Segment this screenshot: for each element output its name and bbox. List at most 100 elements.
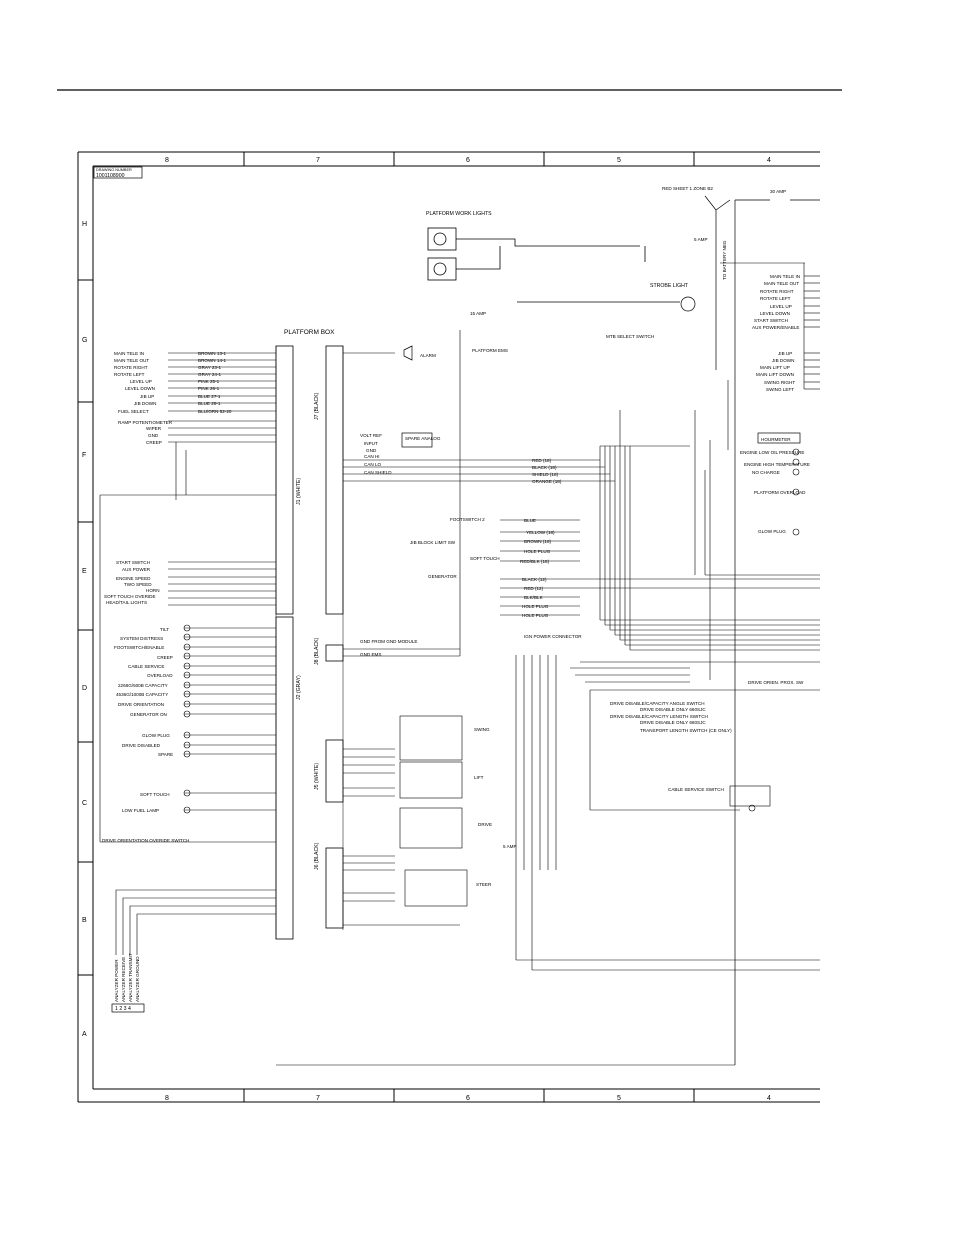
can-shield: CAN SHIELD <box>364 470 392 475</box>
drawing-number: 1001108900 <box>96 173 125 179</box>
right-label-12: SWING RIGHT <box>764 380 795 385</box>
analyzer-receive: ANALYZER RECEIVE <box>121 957 126 1002</box>
left-label-main-tele-out: MAIN TELE OUT <box>114 358 149 363</box>
drive-actuator: DRIVE <box>399 807 492 849</box>
drive-orien-prox-label: DRIVE ORIEN. PROX. SW <box>748 680 804 685</box>
can-hi: CAN HI <box>364 454 380 459</box>
soft-touch-title: SOFT TOUCH <box>470 556 500 561</box>
left-low-system-distress: SYSTEM DISTRESS <box>120 636 163 641</box>
left-low-fuel-lamp: LOW FUEL LAMP <box>122 808 159 813</box>
ign-power-connector-label: IGN POWER CONNECTOR <box>524 634 582 639</box>
left-label-main-tele-in: MAIN TELE IN <box>114 351 144 356</box>
mid-wire-5: YELLOW (18) <box>526 530 555 535</box>
mid-wire-4: BLUE <box>524 518 536 523</box>
connector-j1: J1 (WHITE) <box>275 345 302 615</box>
left-low-drive-orient-overide: DRIVE ORIENTATION OVERIDE SWITCH <box>102 838 189 843</box>
left-mid-soft-touch: SOFT TOUCH OVERIDE <box>104 594 156 599</box>
right-label-4: LEVEL UP <box>770 304 792 309</box>
connector-j6-label: J6 (BLACK) <box>314 842 320 870</box>
hourmeter: HOURMETER <box>757 432 801 444</box>
connector-j2: J2 (GRAY) <box>275 616 302 940</box>
zone-row-d: D <box>82 685 87 692</box>
left-label-rotate-right: ROTATE RIGHT <box>114 365 148 370</box>
zone-col-7: 7 <box>316 157 320 164</box>
gnd-module-title: GND FROM GND MODULE <box>360 639 417 644</box>
drive-disable-labels: DRIVE DISABLE/CAPACITY ANGLE SWITCH DRIV… <box>610 701 732 733</box>
to-battery-label: TO BATTERY NEG <box>722 240 727 280</box>
right-label-13: SWING LEFT <box>766 387 794 392</box>
right-vertical-wires <box>600 380 820 680</box>
zone-row-g: G <box>82 337 87 344</box>
pot-label: RAMP POTENTIOMETER <box>118 420 173 425</box>
steer-label: STEER <box>476 882 492 887</box>
volt-ref: VOLT REF <box>360 433 382 438</box>
mid-wire-10: RED (12) <box>524 586 544 591</box>
left-label-jib-down: JIB DOWN <box>134 401 156 406</box>
left-labels-low: TILT SYSTEM DISTRESS FOOTSWITCH/ENABLE C… <box>102 627 189 843</box>
drive-label: DRIVE <box>478 822 492 827</box>
right-label-2: ROTATE RIGHT <box>760 289 794 294</box>
fuse-15-label: 15 AMP <box>470 311 486 316</box>
can-lo: CAN LO <box>364 462 382 467</box>
cable-service-switch: CABLE SERVICE SWITCH <box>668 785 771 812</box>
left-wire-4: PINK 25-1 <box>198 379 220 384</box>
left-low-drive-disabled: DRIVE DISABLED <box>122 743 161 748</box>
mid-wire-3: ORANGE (18) <box>532 479 562 484</box>
drawing-number-box: DRAWING NUMBER 1001108900 <box>93 166 143 179</box>
engine-label-3: PLATFORM OVERLOAD <box>754 490 806 495</box>
right-label-0: MAIN TELE IN <box>770 274 800 279</box>
mid-wire-1: BLACK (18) <box>532 465 557 470</box>
connector-j5-label: J5 (WHITE) <box>314 763 320 790</box>
zone-col-5-b: 5 <box>617 1095 621 1102</box>
connector-j6: J6 (BLACK) <box>314 842 344 929</box>
analyzer-power: ANALYZER POWER <box>114 959 119 1002</box>
left-low-overload: OVERLOAD <box>147 673 173 678</box>
fuse-30-label: 30 AMP <box>770 189 786 194</box>
mtb-select-switch-label: MTB SELECT SWITCH <box>606 334 654 339</box>
drive-label-1: DRIVE DISABLE ONLY 660SJC <box>640 707 706 712</box>
strobe-light <box>517 296 696 312</box>
zone-row-a: A <box>82 1031 87 1038</box>
left-low-tilt: TILT <box>160 627 169 632</box>
left-label-level-up: LEVEL UP <box>130 379 152 384</box>
mid-wire-9: BLACK (12) <box>522 577 547 582</box>
right-label-3: ROTATE LEFT <box>760 296 791 301</box>
alarm: ALARM <box>403 345 436 361</box>
drive-label-2: DRIVE DISABLE/CAPACITY LENGTH SWITCH <box>610 714 708 719</box>
zone-row-f: F <box>82 452 86 459</box>
left-mid-engine-speed: ENGINE SPEED <box>116 576 151 581</box>
mid-wire-2: SHIELD (18) <box>532 472 559 477</box>
generator-title: GENERATOR <box>428 574 457 579</box>
analyzer-ground: ANALYZER GROUND <box>135 956 140 1002</box>
mid-wire-labels: RED (18) BLACK (18) SHIELD (18) ORANGE (… <box>520 458 562 618</box>
left-wire-labels-top: MAIN TELE IN MAIN TELE OUT ROTATE RIGHT … <box>114 351 156 414</box>
right-wires <box>720 262 820 390</box>
ign-wires <box>515 655 820 971</box>
right-label-8: JIB UP <box>778 351 792 356</box>
swing-label: SWING <box>474 727 490 732</box>
connector-j1-label: J1 (WHITE) <box>296 478 302 505</box>
zone-col-6-b: 6 <box>466 1095 470 1102</box>
mid-wire-0: RED (18) <box>532 458 552 463</box>
footswitch-title: FOOTSWITCH 2 <box>450 517 485 522</box>
ramp-potentiometer: RAMP POTENTIOMETER WIPER GND CREEP <box>118 420 276 500</box>
right-label-11: MAIN LIFT DOWN <box>756 372 794 377</box>
connector-j8: J8 (BLACK) <box>314 637 344 665</box>
can-gnd: GND <box>366 448 377 453</box>
left-low-soft-touch: SOFT TOUCH <box>140 792 170 797</box>
drive-label-0: DRIVE DISABLE/CAPACITY ANGLE SWITCH <box>610 701 705 706</box>
mid-wire-6: BROWN (18) <box>524 539 552 544</box>
right-label-9: JIB DOWN <box>772 358 794 363</box>
engine-label-1: ENGINE HIGH TEMPERATURE <box>744 462 810 467</box>
pot-creep: CREEP <box>146 440 162 445</box>
zone-col-4-b: 4 <box>767 1095 771 1102</box>
left-low-footswitch: FOOTSWITCH/ENABLE <box>114 645 164 650</box>
zone-col-4: 4 <box>767 157 771 164</box>
drawing-frame <box>77 151 820 1103</box>
left-labels-mid: START SWITCH AUX POWER ENGINE SPEED TWO … <box>104 560 160 605</box>
zone-column-labels-bottom: 8 7 6 5 4 <box>165 1095 771 1102</box>
connector-j7-label: J7 (BLACK) <box>314 392 320 420</box>
can-input: INPUT <box>364 441 378 446</box>
left-wire-8: BLU/ORN 52-20 <box>198 409 232 414</box>
